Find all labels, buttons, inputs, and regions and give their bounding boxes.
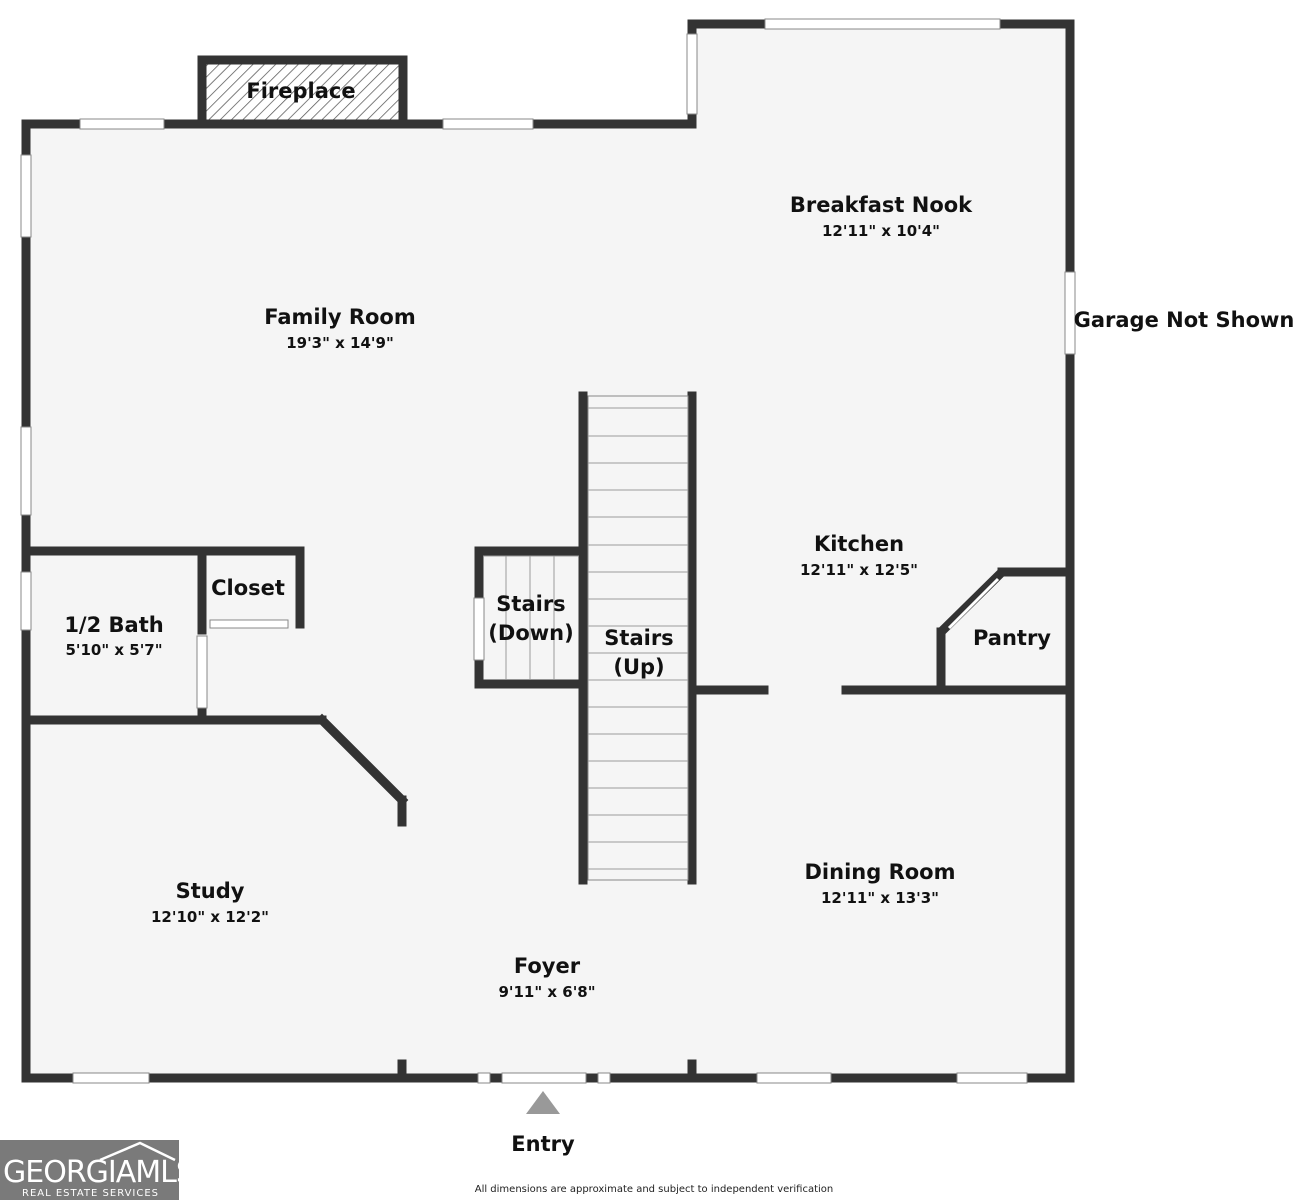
stairs-up — [587, 395, 689, 881]
pantry-label: Pantry — [973, 626, 1051, 650]
foyer-dim: 9'11" x 6'8" — [498, 983, 595, 1001]
foyer-label: Foyer — [514, 954, 581, 978]
stairs-up-label-1: Stairs — [604, 626, 673, 650]
family-room-dim: 19'3" x 14'9" — [286, 334, 394, 352]
entry-label: Entry — [511, 1132, 575, 1156]
stairs-down-rail — [473, 597, 485, 661]
closet-label: Closet — [211, 576, 285, 600]
fireplace-label: Fireplace — [246, 79, 355, 103]
georgia-mls-logo: GEORGIAMLS REAL ESTATE SERVICES — [0, 1140, 195, 1200]
stairs-down-label-2: (Down) — [488, 621, 573, 645]
half-bath-dim: 5'10" x 5'7" — [65, 641, 162, 659]
family-room-label: Family Room — [264, 305, 415, 329]
kitchen-dim: 12'11" x 12'5" — [800, 561, 918, 579]
closet-door — [209, 619, 289, 629]
study-label: Study — [176, 879, 245, 903]
windows — [20, 18, 1076, 1084]
stairs-down — [484, 555, 578, 679]
roof-icon — [99, 1141, 176, 1162]
dining-room-dim: 12'11" x 13'3" — [821, 889, 939, 907]
logo-sub-text: REAL ESTATE SERVICES — [22, 1188, 159, 1199]
entry-arrow-icon — [526, 1091, 560, 1114]
kitchen-label: Kitchen — [814, 532, 904, 556]
stairs-up-label-2: (Up) — [613, 655, 664, 679]
fireplace — [197, 55, 408, 129]
disclaimer: All dimensions are approximate and subje… — [475, 1184, 834, 1195]
dining-room-label: Dining Room — [805, 860, 956, 884]
breakfast-nook-dim: 12'11" x 10'4" — [822, 222, 940, 240]
half-bath-label: 1/2 Bath — [64, 613, 163, 637]
breakfast-nook-label: Breakfast Nook — [790, 193, 973, 217]
study-dim: 12'10" x 12'2" — [151, 908, 269, 926]
logo-main-text: GEORGIAMLS — [3, 1155, 194, 1190]
pantry-door — [937, 568, 1006, 636]
garage-note: Garage Not Shown — [1074, 308, 1295, 332]
bath-door — [196, 635, 208, 709]
interior-walls — [21, 391, 1075, 1083]
stairs-down-label-1: Stairs — [496, 592, 565, 616]
